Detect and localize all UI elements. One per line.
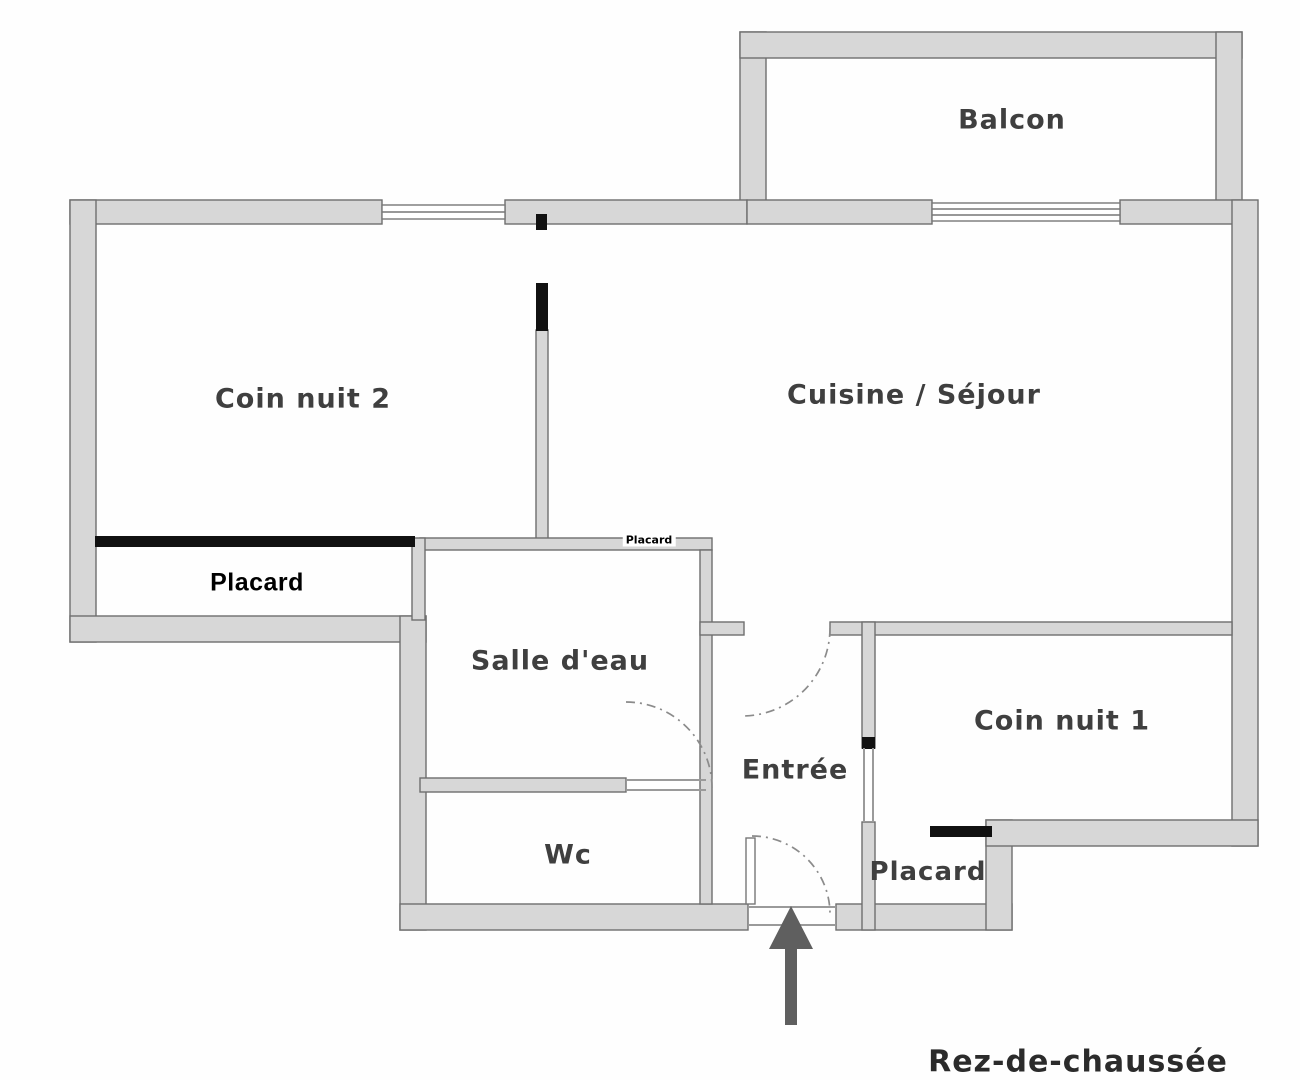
black-marks (95, 214, 992, 837)
placard-right-door-black (930, 826, 992, 837)
room-label-placard-small: Placard (622, 533, 676, 547)
door-arc-salle-eau (625, 701, 713, 789)
door-arcs (625, 627, 831, 915)
door-arc-entrance (751, 835, 831, 915)
wall-placard-right-left (861, 821, 876, 931)
wall-coin1-bottom (985, 819, 1259, 847)
wall-entree-stub (699, 621, 745, 636)
wall-balcony-top (739, 31, 1243, 59)
wall-placard-left-side (411, 537, 426, 621)
wall-salle-eau-right (699, 549, 713, 905)
wall-coin2-divider (535, 329, 549, 546)
room-label-placard-left: Placard (210, 568, 304, 597)
wall-salle-eau-bottom (419, 777, 627, 793)
wall-entree-coin1-divider (861, 621, 876, 749)
entrance-arrow-shaft (785, 947, 797, 1025)
wall-cap-entree (862, 737, 875, 749)
window-balcony (931, 202, 1121, 222)
room-label-coin-nuit-1: Coin nuit 1 (973, 705, 1151, 737)
room-label-salle-eau: Salle d'eau (470, 645, 650, 677)
door-arc-cuisine-entree (741, 627, 831, 717)
wall-coin1-top (829, 621, 1233, 636)
room-label-wc: Wc (544, 839, 592, 871)
windows (381, 202, 1121, 222)
walls (69, 31, 1259, 931)
wall-tick-top (536, 214, 547, 230)
wall-wc-bottom (399, 903, 749, 931)
floor-title: Rez-de-chaussée (928, 1044, 1228, 1080)
room-label-entree: Entrée (741, 754, 849, 786)
wall-top-right (1119, 199, 1241, 225)
room-label-balcon: Balcon (958, 104, 1066, 136)
wall-bottom-left (69, 615, 427, 643)
entrance-arrow (769, 906, 813, 1025)
wall-balcony-left (739, 31, 767, 223)
wall-left (69, 199, 97, 643)
room-label-coin-nuit-2: Coin nuit 2 (214, 383, 392, 415)
wall-balcony-right (1215, 31, 1243, 223)
wall-mid-vertical (399, 615, 427, 931)
wall-top-under-balcony (746, 199, 933, 225)
room-label-cuisine-sejour: Cuisine / Séjour (787, 379, 1041, 411)
entrance-arrow-head (769, 906, 813, 949)
wall-cap-divider (536, 283, 548, 331)
wall-right (1231, 199, 1259, 847)
placard-left-door-black (95, 536, 415, 547)
room-label-placard-right: Placard (869, 857, 987, 887)
entrance-door-leaf (745, 837, 756, 905)
wall-top-left (69, 199, 383, 225)
